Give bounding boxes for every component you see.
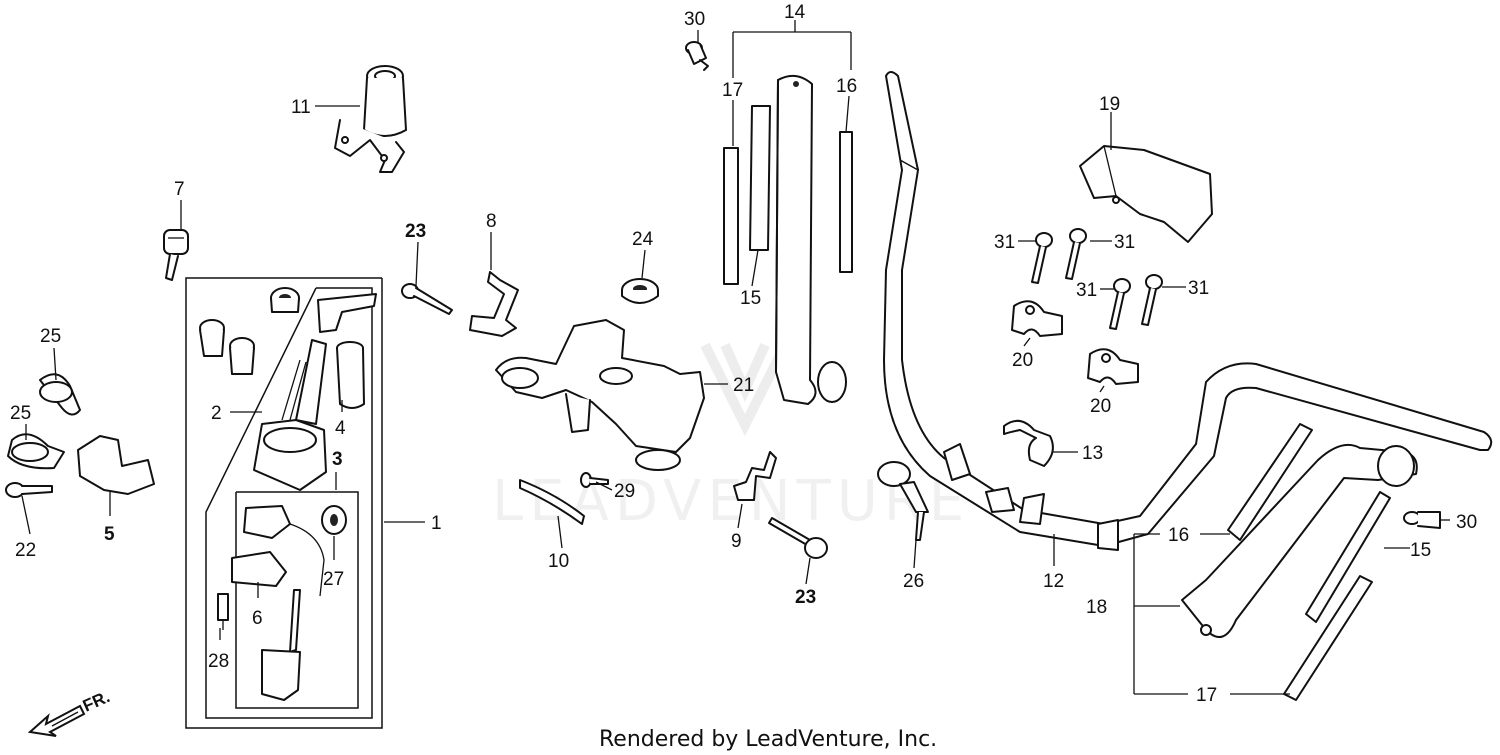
callout-14: 14: [784, 2, 806, 23]
part-23-bolt-lower[interactable]: [768, 517, 828, 559]
part-10-trim[interactable]: [519, 479, 585, 525]
callout-31-c: 31: [1076, 280, 1097, 301]
callout-19: 19: [1099, 94, 1120, 115]
callout-30-right: 30: [1456, 512, 1477, 533]
callout-4: 4: [335, 418, 346, 439]
part-30-screw-right[interactable]: [1403, 511, 1441, 529]
callout-10: 10: [548, 551, 569, 572]
part-17-strip-top[interactable]: [723, 147, 739, 285]
part-8-bracket[interactable]: [469, 271, 519, 337]
callout-13: 13: [1082, 443, 1103, 464]
part-25-clamp-upper[interactable]: [39, 373, 81, 416]
callout-9: 9: [731, 531, 742, 552]
part-13-clip[interactable]: [1003, 419, 1054, 467]
callout-18: 18: [1086, 597, 1107, 618]
callout-17-top: 17: [722, 80, 743, 101]
part-16-strip-top[interactable]: [839, 131, 853, 273]
part-20-holder-lower[interactable]: [1087, 348, 1139, 385]
part-11-lock-bracket[interactable]: [334, 65, 407, 173]
part-throttle-connector[interactable]: [985, 487, 1015, 513]
callout-20-lower: 20: [1090, 396, 1111, 417]
part-31-bolt-d[interactable]: [1141, 274, 1163, 326]
callout-29: 29: [614, 481, 635, 502]
callout-8: 8: [486, 211, 497, 232]
callout-2: 2: [211, 403, 222, 424]
part-31-bolt-c[interactable]: [1109, 278, 1131, 330]
part-6-switch-body[interactable]: [231, 505, 325, 701]
part-18-cover[interactable]: [1181, 444, 1418, 639]
callout-21: 21: [733, 375, 754, 396]
part-4-sleeve[interactable]: [336, 341, 365, 409]
callout-31-d: 31: [1188, 278, 1209, 299]
part-24-rubber[interactable]: [621, 278, 659, 304]
part-30-screw-top[interactable]: [685, 41, 709, 71]
callout-24: 24: [632, 229, 654, 250]
callout-22: 22: [15, 540, 36, 561]
callout-25-lower: 25: [10, 403, 31, 424]
footer-credit: Rendered by LeadVenture, Inc.: [599, 727, 937, 752]
callout-23-upper: 23: [405, 221, 426, 242]
callout-28: 28: [208, 651, 229, 672]
callout-16-top: 16: [836, 76, 857, 97]
part-5-switch-housing[interactable]: [77, 435, 155, 495]
part-31-bolt-b[interactable]: [1065, 228, 1087, 280]
callout-16-bottom: 16: [1168, 525, 1189, 546]
callout-15-top: 15: [740, 288, 761, 309]
callout-7: 7: [174, 179, 185, 200]
front-direction-label: FR.: [80, 687, 113, 715]
part-17-strip-bottom[interactable]: [1283, 575, 1373, 701]
callout-labels: 11 7 2 4 3 1 27 6 28 25 25 5 22 23 8 24 …: [10, 2, 1477, 706]
callout-3: 3: [332, 449, 343, 470]
callout-5: 5: [104, 524, 115, 545]
callout-30-top: 30: [684, 9, 705, 30]
leader-lines: [21, 20, 1450, 695]
part-28-screw[interactable]: [217, 593, 229, 630]
part-lock-cylinders[interactable]: [199, 287, 300, 375]
part-21-top-bridge[interactable]: [495, 319, 705, 471]
part-7-key[interactable]: [163, 229, 189, 281]
callout-11: 11: [291, 97, 311, 118]
callout-15-bottom: 15: [1410, 540, 1431, 561]
callout-31-b: 31: [1114, 232, 1135, 253]
part-23-bolt-upper[interactable]: [401, 283, 453, 315]
assembly-box-1: [185, 277, 383, 729]
part-9-clamp[interactable]: [733, 451, 777, 501]
callout-20-upper: 20: [1012, 350, 1033, 371]
part-15-strip-top[interactable]: [749, 105, 771, 251]
part-27-grommet[interactable]: [321, 505, 347, 535]
part-14-cover[interactable]: [775, 74, 847, 405]
part-25-clamp-lower[interactable]: [7, 433, 65, 470]
callout-26: 26: [903, 571, 924, 592]
part-22-screw[interactable]: [5, 482, 53, 498]
part-20-holder-upper[interactable]: [1011, 300, 1063, 337]
part-2-ignition-switch[interactable]: [253, 293, 377, 491]
callout-12: 12: [1043, 571, 1064, 592]
part-12-handlebar[interactable]: [883, 71, 1493, 551]
callout-31-a: 31: [994, 232, 1015, 253]
part-31-bolt-a[interactable]: [1031, 232, 1053, 284]
part-19-cover[interactable]: [1079, 145, 1213, 243]
callout-23-lower: 23: [795, 587, 816, 608]
callout-27: 27: [323, 569, 344, 590]
part-16-strip-bottom[interactable]: [1227, 423, 1313, 541]
part-26-strap[interactable]: [877, 461, 929, 541]
callout-25-upper: 25: [40, 326, 61, 347]
callout-17-bottom: 17: [1196, 685, 1217, 706]
callout-1: 1: [431, 513, 442, 534]
callout-6: 6: [252, 608, 263, 629]
part-15-strip-bottom[interactable]: [1305, 491, 1391, 623]
front-direction-arrow: FR.: [27, 687, 113, 737]
